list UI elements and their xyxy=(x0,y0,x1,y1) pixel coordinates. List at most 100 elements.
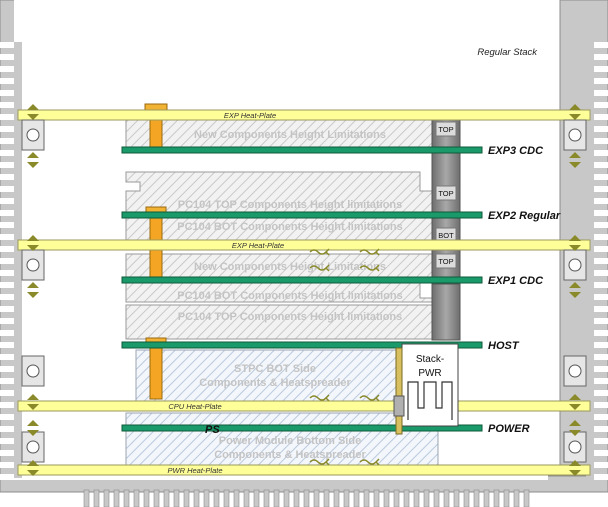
fin-bottom xyxy=(173,489,180,507)
heat-plate-pwr xyxy=(17,464,591,476)
fin-gap-right xyxy=(594,42,608,48)
heat-plate-exp-1 xyxy=(17,109,591,121)
board-exp3 xyxy=(121,146,483,154)
fin-gap-right xyxy=(594,186,608,192)
fin-gap-left xyxy=(0,402,14,408)
fin-bottom xyxy=(93,489,100,507)
fin-bottom xyxy=(183,489,190,507)
fin-gap-left xyxy=(0,330,14,336)
board-exp2 xyxy=(121,211,483,219)
heat-arrow-icon xyxy=(27,394,39,410)
fin-gap-right xyxy=(594,162,608,168)
fin-gap-left xyxy=(0,66,14,72)
fin-gap-left xyxy=(0,366,14,372)
fin-bottom xyxy=(223,489,230,507)
fin-gap-left xyxy=(0,174,14,180)
fin-gap-left xyxy=(0,246,14,252)
heat-plate-exp-2-label: EXP Heat-Plate xyxy=(232,241,284,250)
screw-icon xyxy=(568,364,582,378)
board-exp1 xyxy=(121,276,483,284)
fin-gap-right xyxy=(594,90,608,96)
boards xyxy=(121,146,483,432)
heat-wave-icon xyxy=(309,458,330,466)
heat-plates: EXP Heat-Plate EXP Heat-Plate CPU Heat-P… xyxy=(17,109,591,476)
fin-bottom xyxy=(143,489,150,507)
fin-bottom xyxy=(113,489,120,507)
fin-gap-right xyxy=(594,54,608,60)
fin-gap-right xyxy=(594,114,608,120)
heat-wave-icon xyxy=(359,394,380,402)
fin-gap-right xyxy=(594,138,608,144)
connector-top-2 xyxy=(431,151,461,213)
board-labels: EXP3 CDC EXP2 Regular EXP1 CDC HOST POWE… xyxy=(488,145,561,435)
chassis-fins-left xyxy=(0,42,14,480)
fin-bottom xyxy=(253,489,260,507)
fin-gap-right xyxy=(594,294,608,300)
fin-gap-left xyxy=(0,126,14,132)
heat-plate-exp-1-label: EXP Heat-Plate xyxy=(224,111,276,120)
board-label-exp1: EXP1 CDC xyxy=(488,275,544,287)
connector-top-2-tag xyxy=(435,185,457,201)
fin-gap-right xyxy=(594,354,608,360)
label-power-line1: Power Module Bottom Side xyxy=(219,435,361,447)
fin-gap-right xyxy=(594,390,608,396)
connector-bot-label: BOT xyxy=(438,231,454,240)
fin-bottom xyxy=(263,489,270,507)
fin-gap-left xyxy=(0,306,14,312)
fin-gap-left xyxy=(0,282,14,288)
fin-bottom xyxy=(513,489,520,507)
ps-label: PS xyxy=(205,424,220,436)
label-pc104-top-1: PC104 TOP Components Height limitations xyxy=(178,199,403,211)
fin-bottom xyxy=(373,489,380,507)
heat-plate-pwr-label: PWR Heat-Plate xyxy=(167,466,222,475)
fin-gap-right xyxy=(594,270,608,276)
heat-arrow-icon xyxy=(569,460,581,476)
fin-bottom xyxy=(103,489,110,507)
fin-bottom xyxy=(123,489,130,507)
heat-wave-icon xyxy=(359,248,380,256)
stack-pwr-box xyxy=(401,343,459,427)
fin-gap-left xyxy=(0,198,14,204)
fin-bottom xyxy=(233,489,240,507)
fin-bottom xyxy=(303,489,310,507)
heat-plate-cpu xyxy=(17,400,591,412)
fin-gap-left xyxy=(0,378,14,384)
heat-wave-icon xyxy=(309,264,330,272)
heat-plate-exp-2 xyxy=(17,239,591,251)
fin-gap-left xyxy=(0,162,14,168)
fin-gap-left xyxy=(0,426,14,432)
fin-gap-right xyxy=(594,450,608,456)
heat-plate-cpu-label: CPU Heat-Plate xyxy=(168,402,221,411)
zone-stpc xyxy=(135,349,397,402)
fin-bottom xyxy=(483,489,490,507)
chassis-fins-right xyxy=(594,42,608,480)
fin-gap-right xyxy=(594,402,608,408)
fin-bottom xyxy=(243,489,250,507)
fin-gap-left xyxy=(0,78,14,84)
fin-gap-left xyxy=(0,114,14,120)
fin-gap-left xyxy=(0,222,14,228)
fin-bottom xyxy=(443,489,450,507)
fin-gap-right xyxy=(594,306,608,312)
fin-gap-right xyxy=(594,102,608,108)
fin-bottom xyxy=(213,489,220,507)
chassis-inner-left xyxy=(14,42,22,478)
connector-top-1-tag xyxy=(435,121,457,137)
fin-gap-right xyxy=(594,474,608,480)
connector-top-1-label: TOP xyxy=(438,125,453,134)
heat-arrow-icon xyxy=(27,420,39,436)
connector-top-3-tag xyxy=(435,253,457,269)
thermal-arrows xyxy=(309,248,380,466)
fin-gap-right xyxy=(594,246,608,252)
stack-pwr-rail xyxy=(395,347,403,435)
board-power xyxy=(121,424,483,432)
board-host xyxy=(121,341,483,349)
fin-gap-right xyxy=(594,126,608,132)
heat-arrow-icon xyxy=(27,460,39,476)
fin-bottom xyxy=(203,489,210,507)
fin-gap-left xyxy=(0,234,14,240)
fin-bottom xyxy=(313,489,320,507)
fin-gap-left xyxy=(0,258,14,264)
fin-gap-right xyxy=(594,378,608,384)
